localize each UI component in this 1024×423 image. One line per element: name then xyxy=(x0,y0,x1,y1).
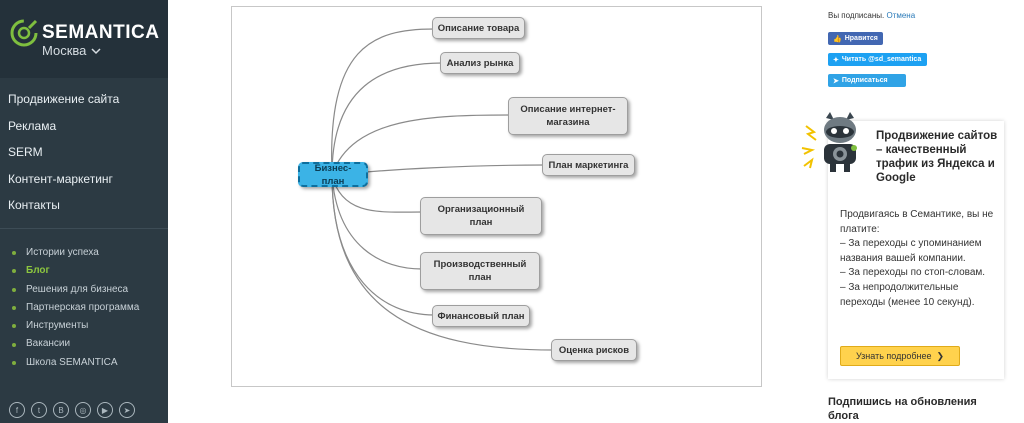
bullet xyxy=(12,324,16,329)
nav-item-contacts[interactable]: Контакты xyxy=(8,198,60,212)
bullet xyxy=(12,360,16,365)
mindmap-node: Оценка рисков xyxy=(551,339,637,361)
sub-nav-item-partner-program[interactable]: Партнерская программа xyxy=(0,299,168,317)
vk-icon[interactable]: B xyxy=(53,402,69,418)
mindmap-node: Финансовый план xyxy=(432,305,530,327)
mindmap-connectors xyxy=(331,28,554,351)
telegram-icon[interactable]: ➤ xyxy=(119,402,135,418)
mindmap-node: Описание товара xyxy=(432,17,525,39)
mindmap-node-center: Бизнес-план xyxy=(298,162,368,187)
mindmap-node: Производственный план xyxy=(420,252,540,290)
nav-item-ads[interactable]: Реклама xyxy=(8,118,57,133)
sidebar: SEMANTICA Москва Продвижение сайта Рекла… xyxy=(0,0,168,423)
sub-nav-label: Школа SEMANTICA xyxy=(26,356,118,368)
twitter-follow-button[interactable]: ✦ Читать @sd_semantica xyxy=(828,53,927,66)
sub-nav-item-blog[interactable]: Блог xyxy=(0,262,168,280)
telegram-subscribe-label: Подписаться xyxy=(841,77,888,84)
twitter-bird-icon: ✦ xyxy=(833,56,839,64)
semantica-logo-icon[interactable] xyxy=(9,18,39,48)
instagram-icon[interactable]: ◎ xyxy=(75,402,91,418)
twitter-follow-label: Читать @sd_semantica xyxy=(841,56,922,63)
sub-nav-label: Решения для бизнеса xyxy=(26,283,129,295)
sub-nav-label: Инструменты xyxy=(26,320,89,332)
brand-name[interactable]: SEMANTICA xyxy=(42,22,160,43)
facebook-icon[interactable]: f xyxy=(9,402,25,418)
subscription-status: Вы подписаны. Отмена xyxy=(828,11,915,20)
subscription-status-text: Вы подписаны. xyxy=(828,11,885,20)
mindmap-node: Описание интернет-магазина xyxy=(508,97,628,135)
bullet xyxy=(12,342,16,347)
sub-nav-item-tools[interactable]: Инструменты xyxy=(0,317,168,335)
sidebar-divider xyxy=(0,228,168,229)
chevron-right-icon: ❯ xyxy=(936,350,945,361)
sub-nav-label: Истории успеха xyxy=(26,247,99,258)
nav-item-content-marketing[interactable]: Контент-маркетинг xyxy=(8,171,113,186)
sub-nav-item-vacancies[interactable]: Вакансии xyxy=(0,335,168,353)
main-nav: Продвижение сайта Реклама SERM Контент-м… xyxy=(0,86,168,219)
sub-nav-item-school[interactable]: Школа SEMANTICA xyxy=(0,354,168,372)
promo-card: Продвижение сайтов – качественный трафик… xyxy=(828,121,1004,379)
bullet xyxy=(12,251,16,256)
city-selector[interactable]: Москва xyxy=(42,43,101,58)
social-links: f t B ◎ ▶ ➤ xyxy=(9,402,135,418)
sub-nav-label: Партнерская программа xyxy=(26,301,140,313)
facebook-like-button[interactable]: 👍 Нравится xyxy=(828,32,883,45)
bullet xyxy=(12,287,16,292)
right-sidebar: Вы подписаны. Отмена 👍 Нравится ✦ Читать… xyxy=(801,0,1024,423)
nav-item-serm[interactable]: SERM xyxy=(8,145,43,159)
mindmap-node: Анализ рынка xyxy=(440,52,520,74)
sub-nav-item-success-stories[interactable]: Истории успеха xyxy=(0,244,168,262)
newsletter-heading: Подпишись на обновления блога xyxy=(828,396,977,422)
promo-title: Продвижение сайтов – качественный трафик… xyxy=(876,130,998,184)
twitter-icon[interactable]: t xyxy=(31,402,47,418)
telegram-icon: ➤ xyxy=(833,77,839,85)
sub-nav-label: Блог xyxy=(26,265,50,277)
thumbs-up-icon: 👍 xyxy=(833,35,842,43)
sub-nav-label: Вакансии xyxy=(26,338,71,350)
raccoon-mascot-icon xyxy=(801,112,857,172)
learn-more-label: Узнать подробнее xyxy=(855,351,932,361)
cancel-subscription-link[interactable]: Отмена xyxy=(886,11,916,20)
mindmap-node: Организационный план xyxy=(420,197,542,235)
promo-body: Продвигаясь в Семантике, вы не платите: … xyxy=(840,209,994,308)
mindmap-node: План маркетинга xyxy=(542,154,635,176)
chevron-down-icon xyxy=(91,47,101,54)
secondary-nav: Истории успеха Блог Решения для бизнеса … xyxy=(0,244,168,372)
bullet xyxy=(12,269,16,274)
bullet xyxy=(12,306,16,311)
city-label: Москва xyxy=(42,43,87,58)
telegram-subscribe-button[interactable]: ➤ Подписаться xyxy=(828,74,906,87)
mindmap-image: Бизнес-план Описание товара Анализ рынка… xyxy=(231,6,762,387)
youtube-icon[interactable]: ▶ xyxy=(97,402,113,418)
brand-header: SEMANTICA Москва xyxy=(0,0,168,78)
learn-more-button[interactable]: Узнать подробнее ❯ xyxy=(840,346,960,366)
nav-item-seo[interactable]: Продвижение сайта xyxy=(8,92,120,106)
facebook-like-label: Нравится xyxy=(844,35,878,42)
sub-nav-item-business-solutions[interactable]: Решения для бизнеса xyxy=(0,281,168,299)
